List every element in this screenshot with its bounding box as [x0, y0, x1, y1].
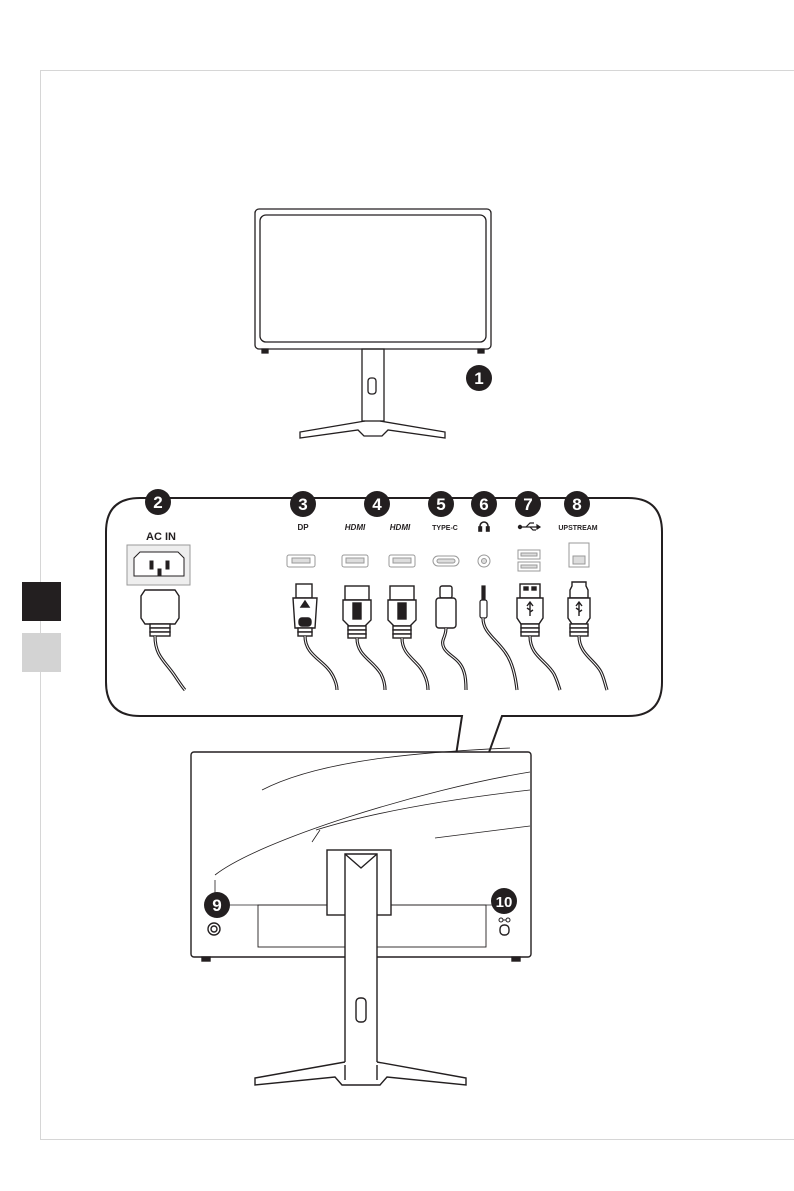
label-hdmi-1: HDMI	[345, 523, 366, 532]
svg-text:10: 10	[496, 894, 513, 911]
callout-6: 6	[471, 491, 497, 517]
monitor-front-view	[255, 209, 491, 438]
label-dp: DP	[297, 523, 309, 532]
label-hdmi-2: HDMI	[390, 523, 411, 532]
callout-5: 5	[428, 491, 454, 517]
callout-4: 4	[364, 491, 390, 517]
svg-text:5: 5	[436, 495, 445, 514]
svg-text:9: 9	[212, 896, 221, 915]
svg-text:3: 3	[298, 495, 307, 514]
label-upstream: UPSTREAM	[558, 525, 597, 532]
svg-text:8: 8	[572, 495, 581, 514]
svg-text:1: 1	[474, 369, 483, 388]
label-ac-in: AC IN	[146, 531, 176, 543]
ac-in-socket	[127, 545, 190, 585]
callout-1: 1	[466, 365, 492, 391]
callout-8: 8	[564, 491, 590, 517]
svg-text:7: 7	[523, 495, 532, 514]
callout-2: 2	[145, 489, 171, 515]
svg-text:6: 6	[479, 495, 488, 514]
callout-3: 3	[290, 491, 316, 517]
svg-text:4: 4	[372, 495, 382, 514]
svg-text:2: 2	[153, 493, 162, 512]
callout-10: 10	[491, 888, 517, 914]
callout-9: 9	[204, 892, 230, 918]
callout-7: 7	[515, 491, 541, 517]
label-type-c: TYPE-C	[432, 525, 458, 532]
